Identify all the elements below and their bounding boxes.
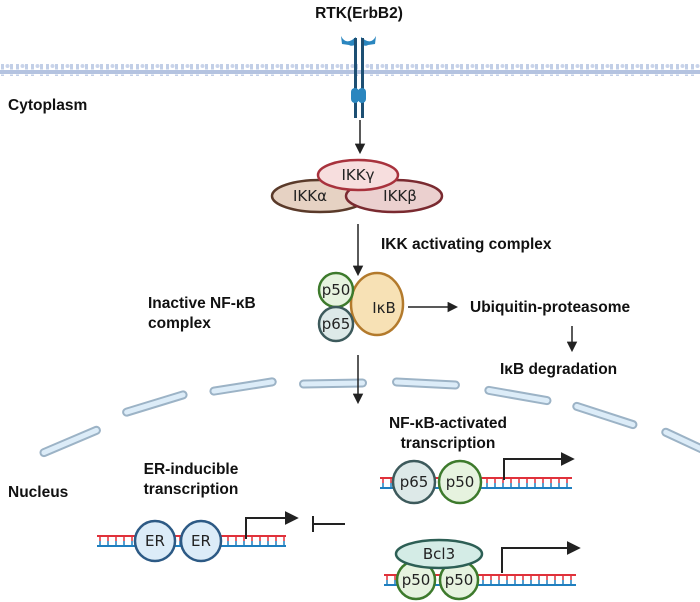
p65-p50-dimer: p65 p50 bbox=[391, 459, 483, 505]
p50-homodimer-1-label: p50 bbox=[402, 571, 431, 589]
bcl3-transcription-start-arrow bbox=[501, 541, 581, 573]
inactive-complex-label-line1: Inactive NF-κB bbox=[148, 295, 256, 312]
inactive-complex-label-line2: complex bbox=[148, 315, 211, 332]
ubiquitin-proteasome-label: Ubiquitin-proteasome bbox=[470, 299, 631, 316]
er-2-label: ER bbox=[191, 532, 211, 550]
p65-inactive bbox=[317, 305, 355, 343]
ikk-activating-complex-label: IKK activating complex bbox=[381, 236, 552, 253]
p65-active bbox=[391, 459, 437, 505]
p50-active-label: p50 bbox=[446, 473, 475, 491]
nfkb-transcription-label-line2: transcription bbox=[401, 435, 496, 452]
nfkb-transcription-label-line1: NF-κB-activated bbox=[389, 415, 507, 432]
receptor-label: RTK(ErbB2) bbox=[315, 5, 403, 22]
cytoplasm-label: Cytoplasm bbox=[8, 97, 87, 114]
nuclear-envelope bbox=[39, 377, 700, 460]
inhibition-icon bbox=[312, 516, 345, 532]
ikk-complex: IKKγ IKKα IKKβ bbox=[270, 158, 444, 214]
er-transcription-label-line2: transcription bbox=[144, 481, 239, 498]
er-1-label: ER bbox=[145, 532, 165, 550]
bcl3-label: Bcl3 bbox=[423, 545, 455, 563]
inactive-nfkb-complex: p50 p65 IκB bbox=[317, 271, 405, 343]
bcl3-p50-complex: Bcl3 p50 p50 bbox=[394, 538, 484, 601]
er-1 bbox=[133, 519, 177, 563]
receptor-icon bbox=[341, 36, 376, 118]
p50-homodimer-2-label: p50 bbox=[445, 571, 474, 589]
p65-active-label: p65 bbox=[400, 473, 429, 491]
ikb bbox=[349, 271, 405, 337]
er-transcription-start-arrow bbox=[245, 511, 299, 539]
p50-active bbox=[437, 459, 483, 505]
ikk-gamma-label: IKKγ bbox=[342, 166, 375, 184]
bcl3 bbox=[394, 538, 484, 570]
ikk-beta-label: IKKβ bbox=[383, 187, 417, 205]
ikk-alpha-label: IKKα bbox=[293, 187, 327, 205]
p65-inactive-label: p65 bbox=[322, 315, 351, 333]
er-2 bbox=[179, 519, 223, 563]
ikb-label: IκB bbox=[372, 299, 396, 317]
plasma-membrane bbox=[0, 64, 700, 76]
nucleus-label: Nucleus bbox=[8, 484, 68, 501]
er-transcription-label-line1: ER-inducible bbox=[144, 461, 239, 478]
ikk-gamma bbox=[316, 158, 400, 192]
er-dimer: ER ER bbox=[133, 519, 223, 563]
p50-inactive-label: p50 bbox=[322, 281, 351, 299]
ikb-degradation-label: IκB degradation bbox=[500, 361, 617, 378]
nfkb-transcription-start-arrow bbox=[503, 452, 575, 480]
